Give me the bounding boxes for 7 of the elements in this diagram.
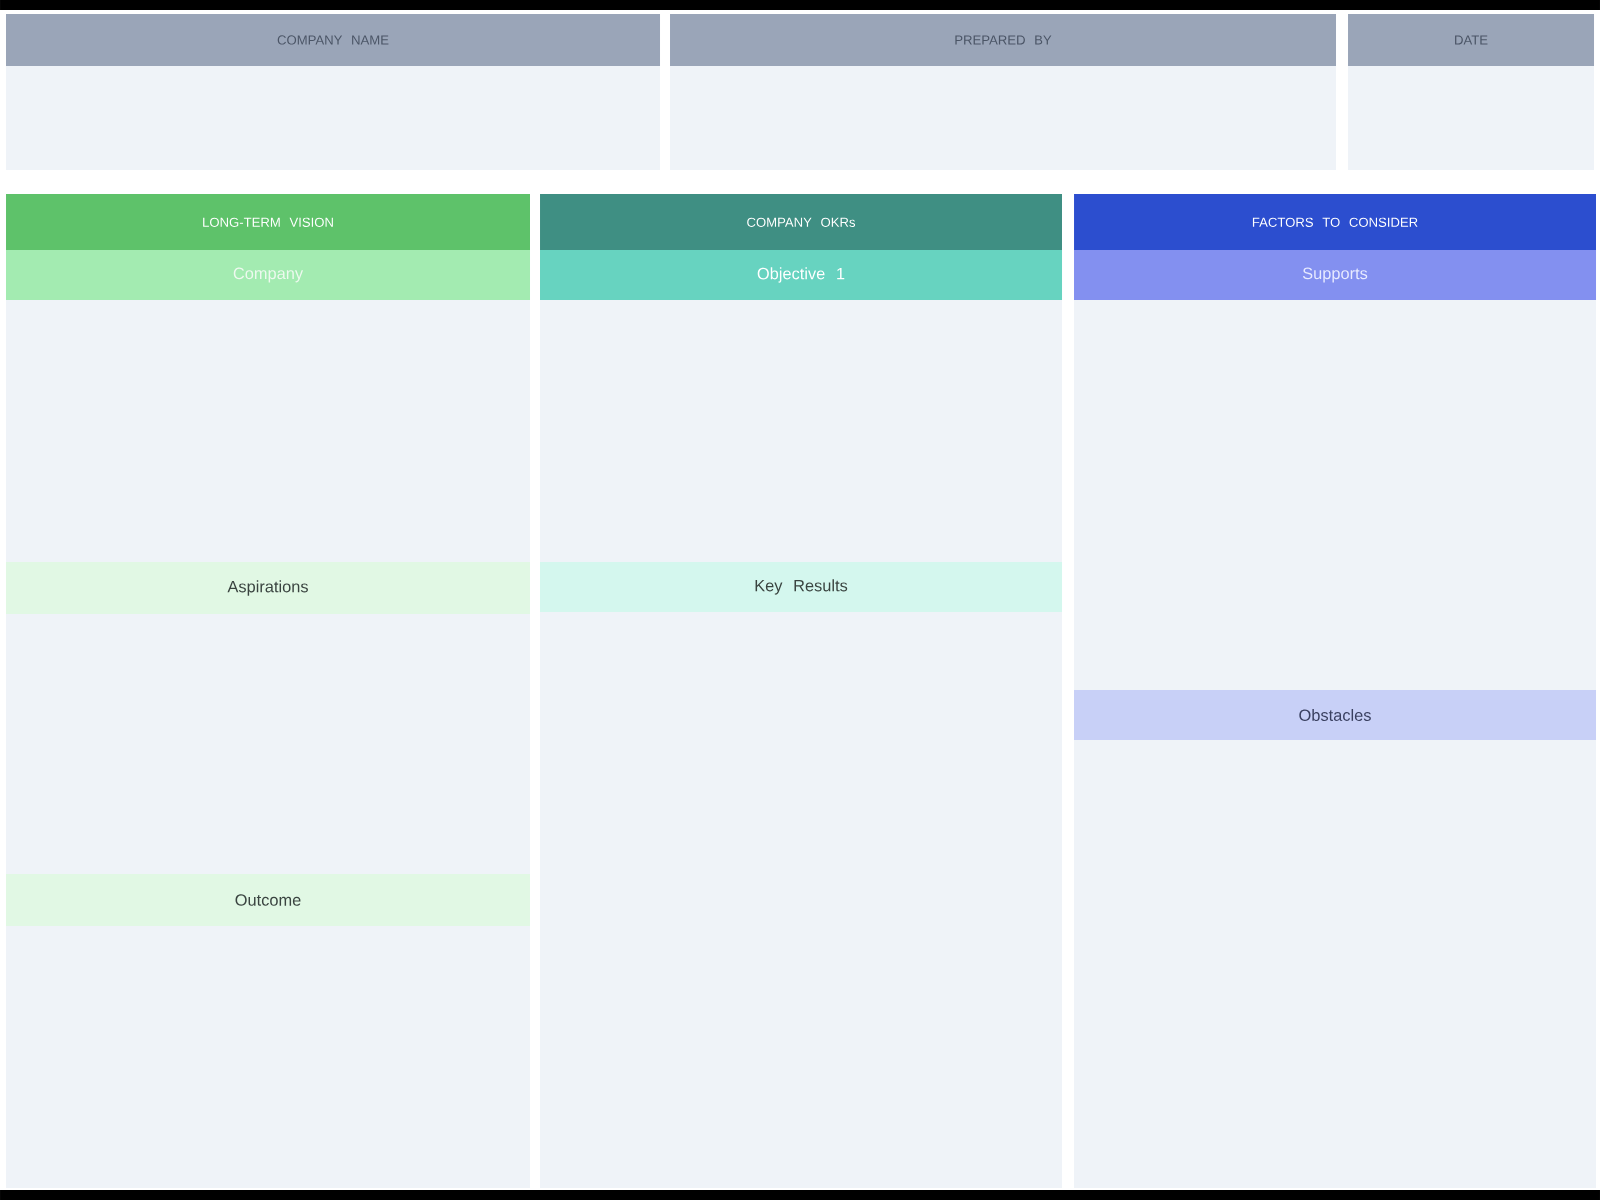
section-band: Objective 1 [540,250,1062,300]
section-band: Outcome [6,874,530,926]
section-band: Obstacles [1074,690,1596,740]
section-band: Company [6,250,530,300]
section-band: Supports [1074,250,1596,300]
section-band: Aspirations [6,562,530,614]
section-band: Key Results [540,562,1062,612]
